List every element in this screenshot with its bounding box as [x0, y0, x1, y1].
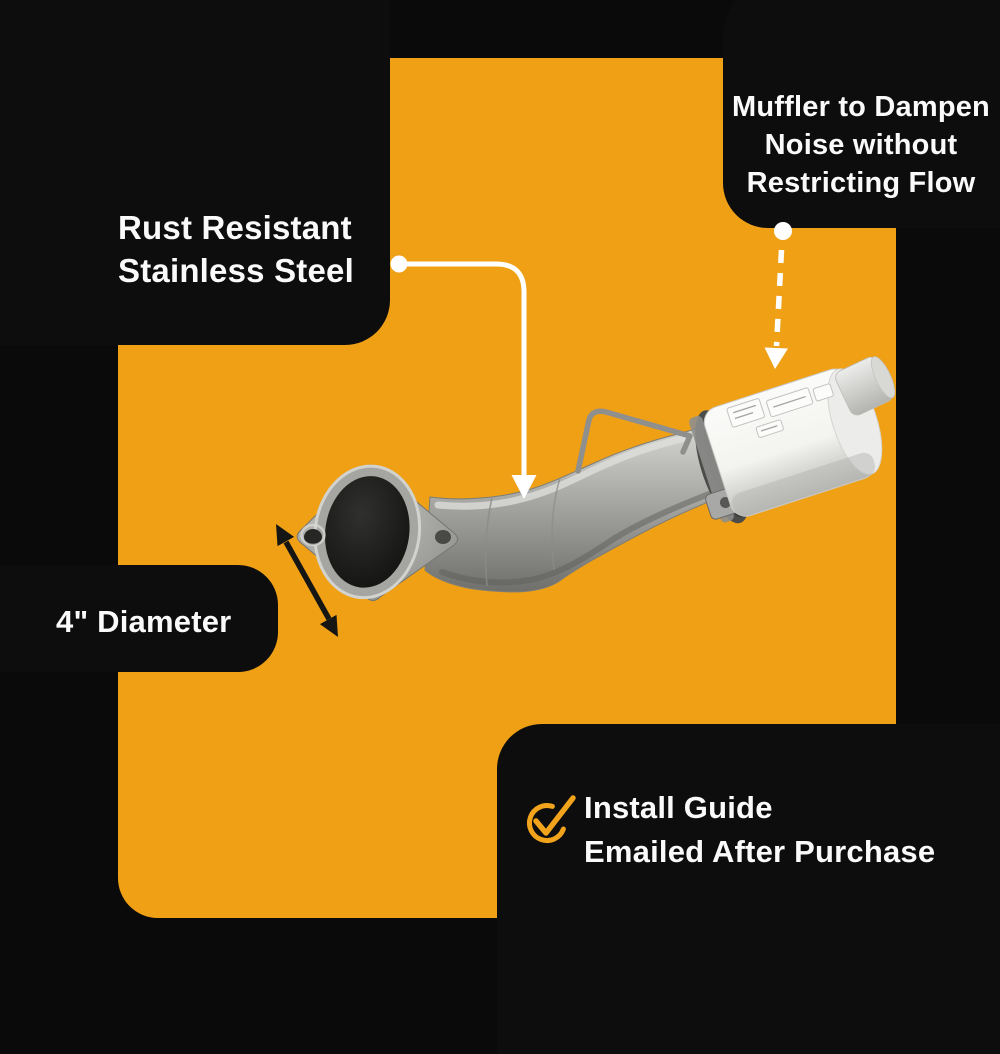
install-note: Install Guide Emailed After Purchase [584, 786, 935, 874]
material-note: Rust Resistant Stainless Steel [118, 206, 354, 292]
callout-dot [774, 222, 792, 240]
exhaust-pipe [424, 424, 726, 593]
flange [296, 464, 458, 601]
muffler [689, 368, 883, 524]
panel-install-note [497, 724, 1000, 1054]
panel-muffler-note [723, 0, 1000, 228]
install-note-line-2: Emailed After Purchase [584, 834, 936, 869]
material-note-line-2: Stainless Steel [118, 252, 354, 289]
bolt-hole-left [304, 529, 322, 545]
diameter-note-label: 4" Diameter [56, 604, 232, 639]
pipe-opening [324, 476, 410, 588]
down-arrowhead [764, 347, 788, 369]
down-arrowhead [511, 475, 537, 499]
hanger-rod [575, 408, 693, 474]
panel-material-note [0, 0, 390, 345]
muffler-callout-pointer [764, 222, 792, 369]
bolt-hole-right [435, 530, 451, 544]
muffler-labels [726, 383, 834, 438]
muffler-note: Muffler to Dampen Noise without Restrict… [722, 88, 1000, 202]
product-and-callout-graphics [276, 222, 896, 844]
install-note-line-1: Install Guide [584, 790, 773, 825]
material-note-line-1: Rust Resistant [118, 209, 352, 246]
muffler-note-line-2: Noise without [764, 129, 958, 161]
diameter-note: 4" Diameter [56, 602, 231, 642]
muffler-note-line-3: Restricting Flow [746, 167, 976, 199]
muffler-end-cap [827, 368, 883, 475]
callout-dot [390, 255, 408, 273]
outlet-pipe [835, 356, 896, 416]
material-callout-pointer [390, 255, 537, 499]
check-circle-icon [526, 795, 576, 844]
muffler-note-line-1: Muffler to Dampen [732, 91, 990, 123]
product-image-exhaust-system [296, 356, 896, 601]
infographic-canvas: { "colors": { "background": "#0a0a0a", "… [0, 0, 1000, 918]
panel-diameter-note [0, 565, 278, 672]
diameter-arrow [276, 524, 338, 637]
